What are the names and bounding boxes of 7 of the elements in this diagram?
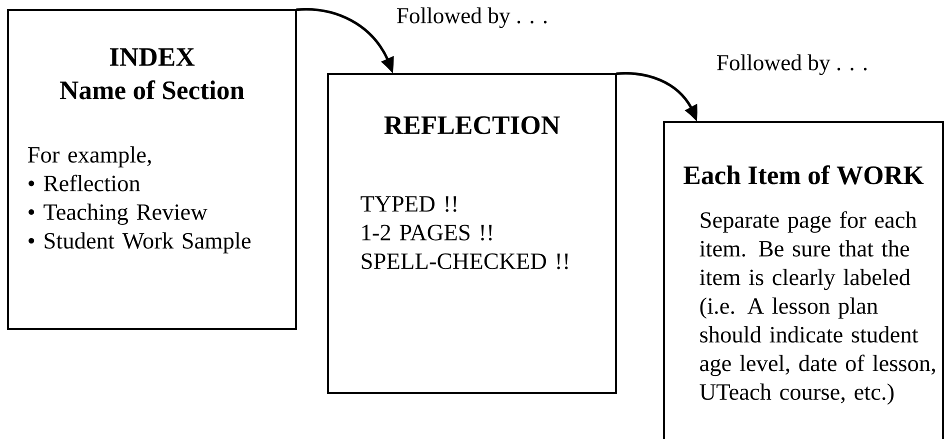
page-box: Each Item of WORK Separate page for each item. Be sure that the item is clearly labeled (i.e. A lesson plan should indicate student age level, date of lesson, UTeach course, etc.) [663,121,944,439]
curved-arrow [296,8,394,72]
edge-label: Followed by . . . [395,6,550,30]
page-box: REFLECTION TYPED !! 1-2 PAGES !! SPELL-CHECKED !! [327,73,617,394]
curved-arrow [616,72,698,120]
page-box: INDEX Name of Section For example, • Reflection • Teaching Review • Student Work Sample [7,9,297,330]
edge-label: Followed by . . . [715,53,870,76]
